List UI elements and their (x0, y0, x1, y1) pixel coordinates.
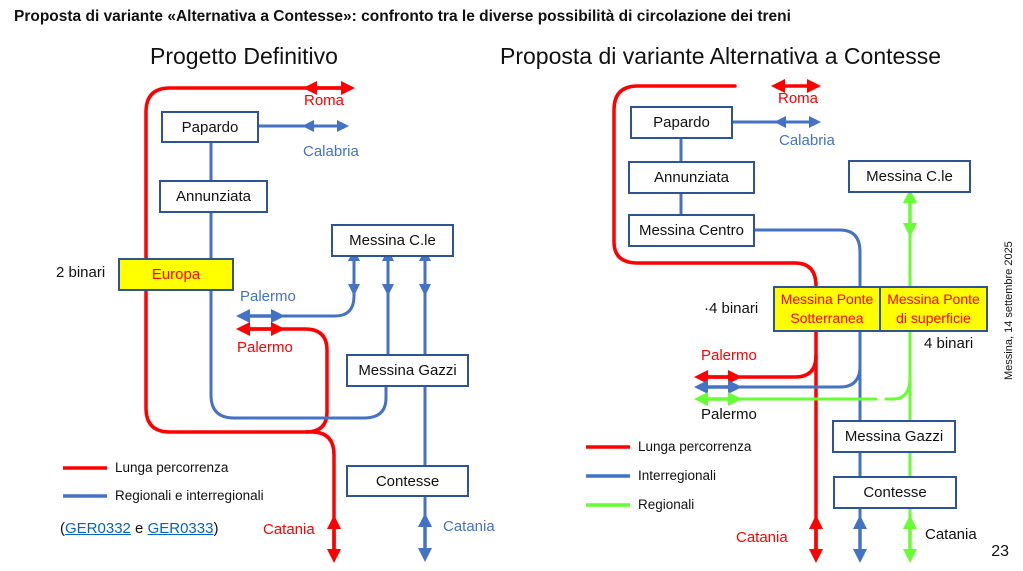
left-references: (GER0332 e GER0333) (60, 520, 218, 537)
right-station-messina-cle: Messina C.le (848, 160, 971, 193)
left-label-roma: Roma (304, 92, 345, 109)
right-legend-regional: Regionali (638, 497, 695, 512)
ref-joiner: e (130, 520, 148, 537)
right-station-contesse: Contesse (833, 476, 957, 509)
left-station-messina-gazzi: Messina Gazzi (346, 354, 469, 387)
left-red-main-line (144, 86, 347, 557)
superficie-line2: di superficie (896, 310, 971, 326)
right-label-palermo-red: Palermo (701, 347, 757, 364)
left-legend-long-distance: Lunga percorrenza (115, 460, 229, 475)
right-station-annunziata: Annunziata (628, 161, 755, 194)
left-station-messina-cle: Messina C.le (331, 224, 454, 257)
left-label-palermo-red: Palermo (237, 339, 293, 356)
ref-open-paren: ( (60, 520, 65, 537)
left-label-catania-blue: Catania (443, 518, 495, 535)
sotterranea-line2: Sotterranea (790, 310, 864, 326)
left-station-europa: Europa (118, 258, 234, 291)
right-tracks-label-right: 4 binari (924, 335, 974, 352)
right-legend-interregional: Interregionali (638, 468, 717, 483)
right-tracks-label-left: ·4 binari (704, 300, 759, 317)
right-label-calabria: Calabria (779, 132, 835, 149)
left-panel-title: Progetto Definitivo (150, 43, 338, 69)
left-station-contesse: Contesse (346, 465, 469, 497)
left-label-catania-red: Catania (263, 521, 315, 538)
link-ger0333[interactable]: GER0333 (147, 520, 214, 537)
left-legend-regional: Regionali e interregionali (115, 488, 264, 503)
right-red-main-line (612, 84, 818, 558)
slide-date: Messina, 14 settembre 2025 (1003, 241, 1015, 380)
right-label-palermo-dark: Palermo (701, 406, 757, 423)
right-legend-long-distance: Lunga percorrenza (638, 439, 752, 454)
link-ger0332[interactable]: GER0332 (65, 520, 131, 537)
right-blue-centro-line (749, 228, 862, 558)
left-blue-palermo-line (240, 253, 356, 318)
left-red-palermo-line (240, 327, 329, 434)
right-label-roma: Roma (778, 90, 819, 107)
right-station-papardo: Papardo (630, 106, 733, 139)
right-label-catania-dark: Catania (925, 526, 977, 543)
right-station-ponte-superficie: Messina Ponte di superficie (879, 286, 988, 332)
superficie-line1: Messina Ponte (887, 291, 980, 307)
left-label-calabria: Calabria (303, 143, 359, 160)
left-blue-trunk-line (209, 138, 388, 420)
right-blue-palermo-line (698, 364, 862, 389)
left-label-palermo-blue: Palermo (240, 288, 296, 305)
sotterranea-line1: Messina Ponte (780, 291, 874, 307)
right-station-messina-centro: Messina Centro (628, 214, 755, 247)
page-number: 23 (991, 543, 1009, 560)
right-panel-title: Proposta di variante Alternativa a Conte… (500, 43, 942, 69)
right-label-catania-red: Catania (736, 529, 788, 546)
left-station-annunziata: Annunziata (159, 180, 268, 213)
right-red-palermo-line (698, 354, 818, 379)
slide-title: Proposta di variante «Alternativa a Cont… (14, 8, 791, 25)
right-station-messina-gazzi: Messina Gazzi (832, 420, 956, 453)
left-station-papardo: Papardo (161, 111, 259, 143)
left-tracks-label: 2 binari (56, 264, 106, 281)
ref-close-paren: ) (213, 520, 219, 537)
